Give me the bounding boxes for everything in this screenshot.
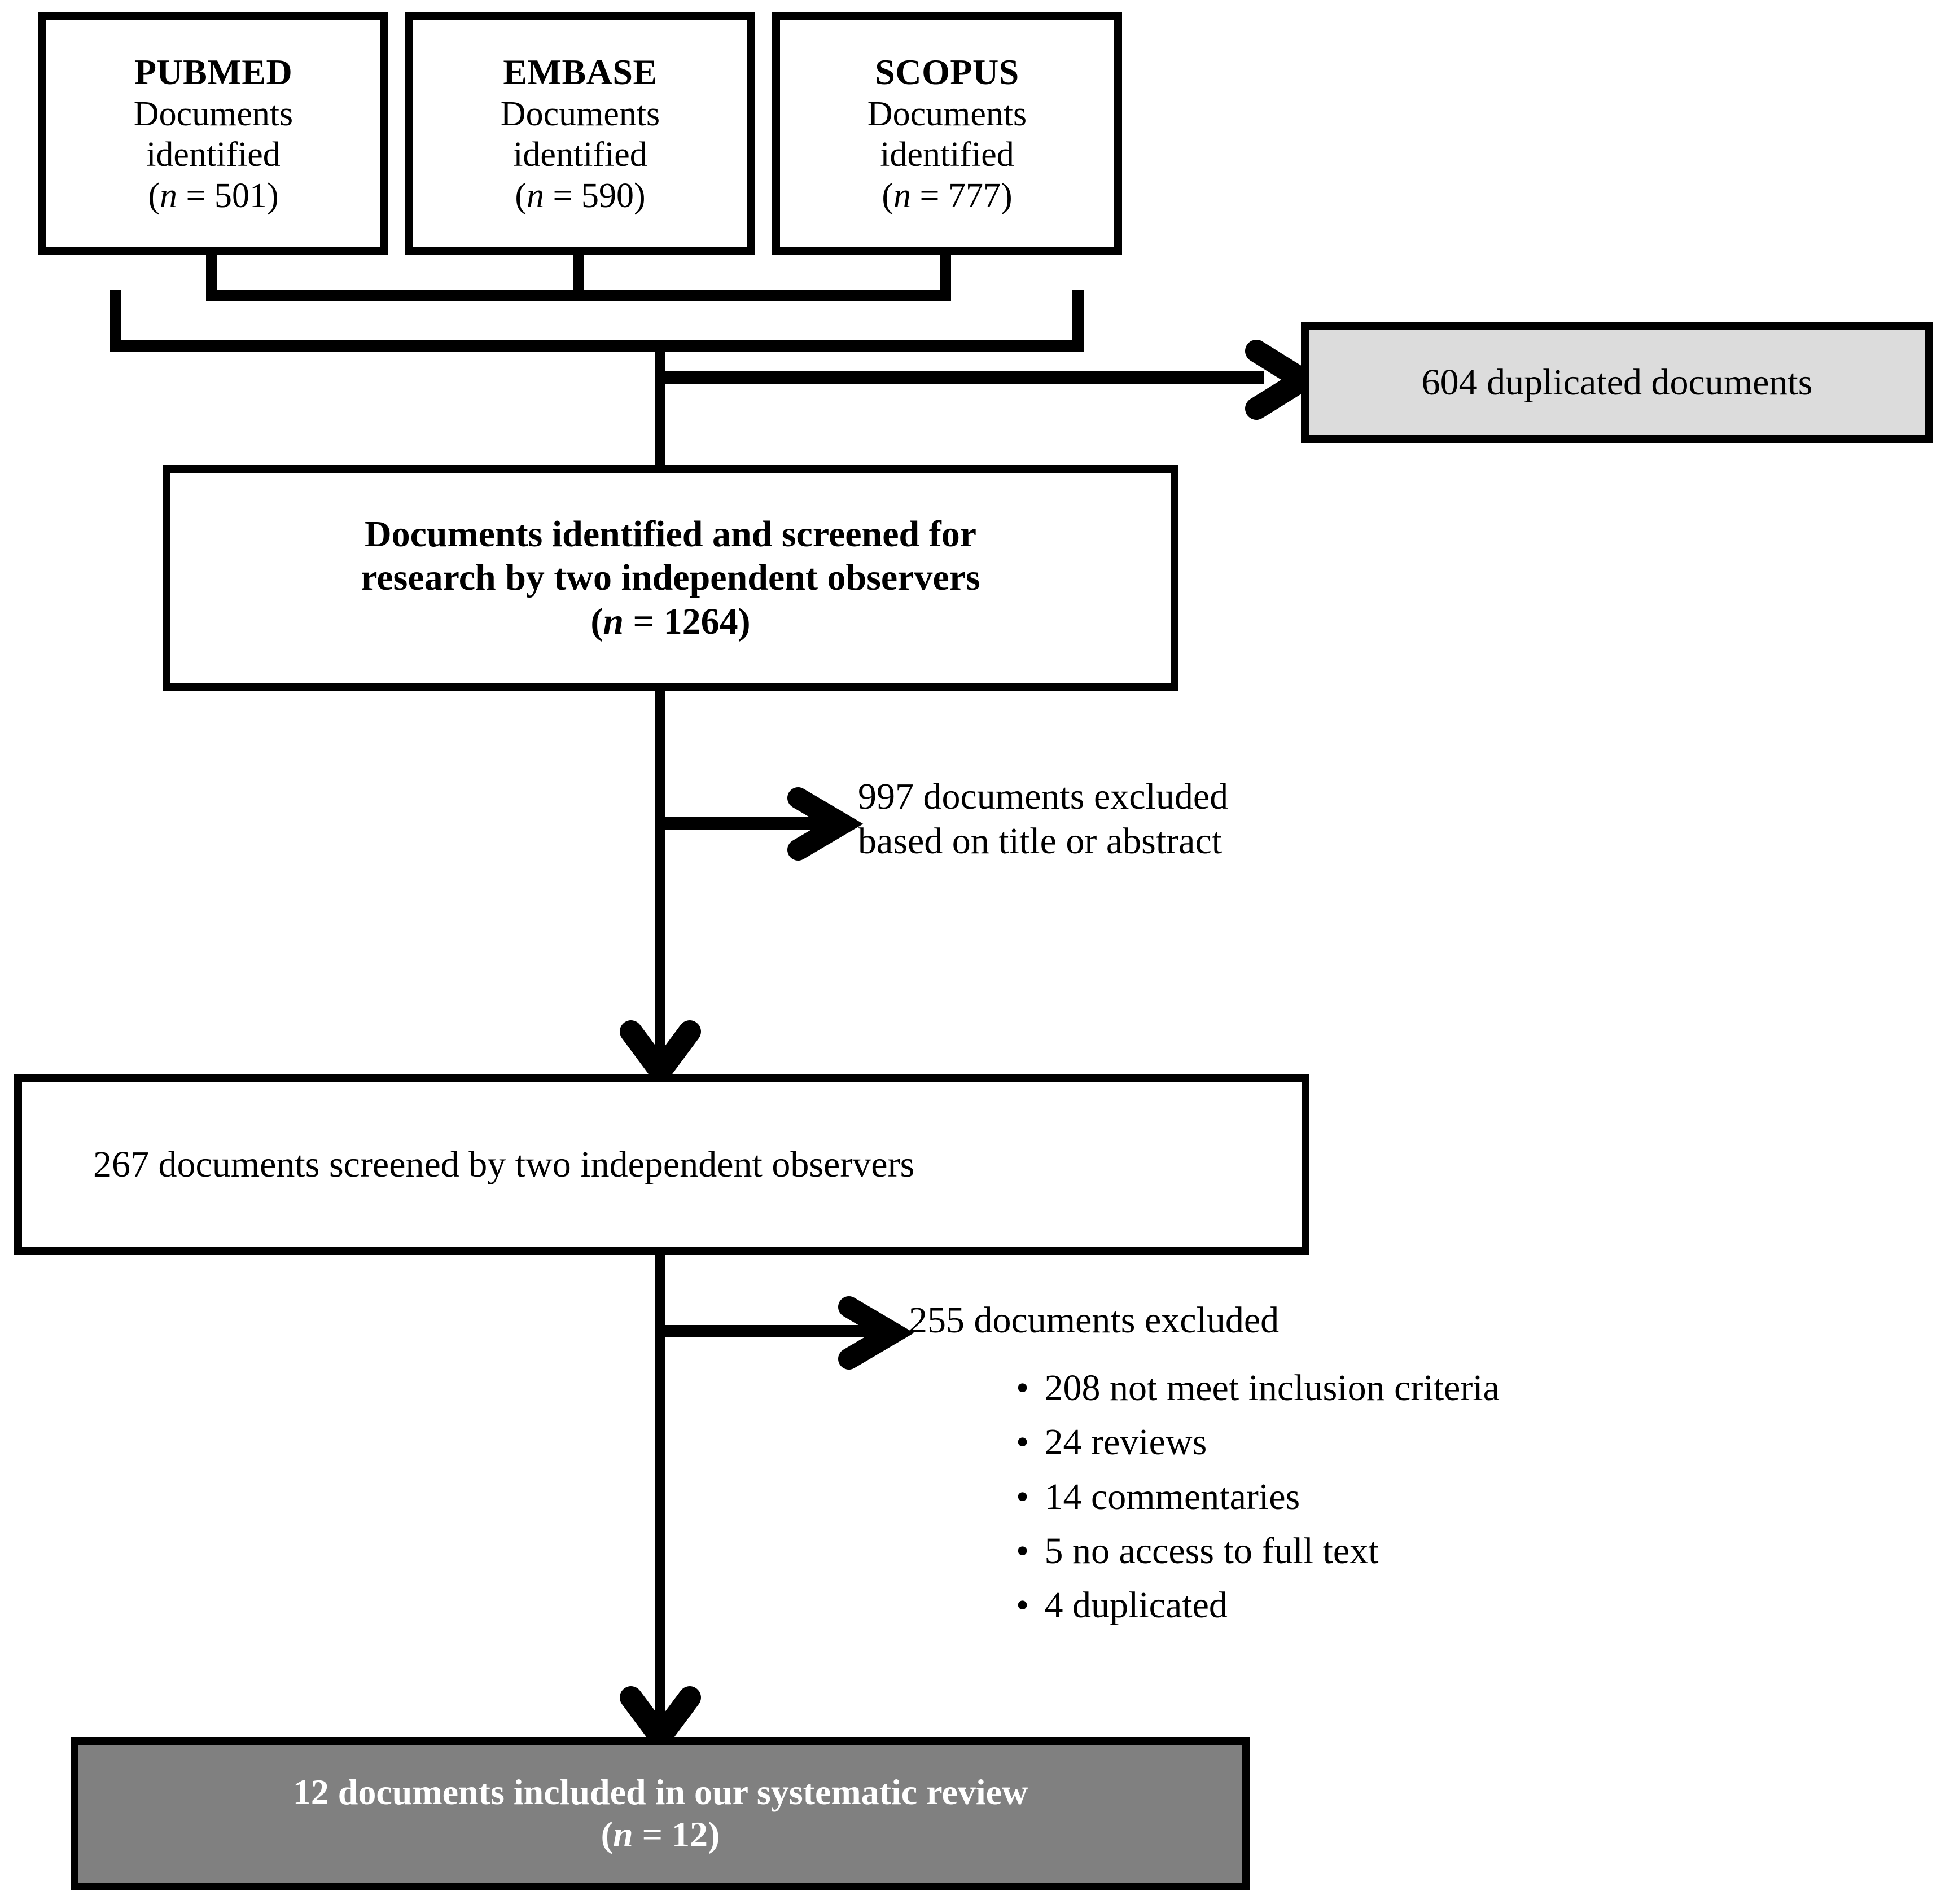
connector-trunk-3: [655, 1255, 665, 1740]
connector-duplicates-line: [655, 371, 1264, 384]
reason-text-3: 5 no access to full text: [1044, 1530, 1379, 1572]
source-count-scopus: (n = 777): [882, 176, 1013, 215]
reason-item-0: • 208 not meet inclusion criteria: [1016, 1361, 1500, 1415]
reason-text-0: 208 not meet inclusion criteria: [1044, 1367, 1500, 1409]
reason-item-3: • 5 no access to full text: [1016, 1524, 1500, 1578]
connector-bus-lower: [110, 340, 1084, 352]
screened-line2: research by two independent observers: [361, 557, 980, 599]
source-line3-scopus: identified: [880, 135, 1014, 174]
note-excluded-full-heading: 255 documents excluded: [909, 1298, 1279, 1343]
connector-trunk-1: [655, 340, 665, 465]
reason-item-1: • 24 reviews: [1016, 1415, 1500, 1469]
source-line3-pubmed: identified: [146, 135, 281, 174]
reason-item-4: • 4 duplicated: [1016, 1578, 1500, 1633]
connector-stub-pubmed: [206, 255, 217, 290]
source-box-scopus: SCOPUS Documents identified (n = 777): [772, 12, 1122, 255]
note-excluded-255-heading: 255 documents excluded: [909, 1300, 1280, 1341]
included-box: 12 documents included in our systematic …: [71, 1737, 1250, 1890]
connector-stub-scopus: [940, 255, 951, 290]
arrowhead-to-screened-full: [620, 1020, 701, 1090]
source-count-embase: (n = 590): [515, 176, 646, 215]
source-title-scopus: SCOPUS: [875, 51, 1019, 92]
screened-line1: Documents identified and screened for: [364, 514, 977, 555]
included-line1: 12 documents included in our systematic …: [292, 1772, 1028, 1813]
source-line2-pubmed: Documents: [133, 94, 293, 133]
source-title-pubmed: PUBMED: [134, 51, 293, 92]
screened-count: (n = 1264): [590, 600, 751, 642]
connector-bus-top: [206, 290, 951, 301]
reason-text-1: 24 reviews: [1044, 1422, 1207, 1463]
note-excluded-997-line2: based on title or abstract: [858, 821, 1223, 862]
note-excluded-full-reasons: • 208 not meet inclusion criteria • 24 r…: [1016, 1361, 1500, 1633]
bullet-dot-icon: •: [1016, 1530, 1029, 1572]
connector-trunk-2: [655, 691, 665, 1074]
bullet-dot-icon: •: [1016, 1476, 1029, 1517]
connector-excluded-997-line: [655, 817, 824, 830]
source-box-embase: EMBASE Documents identified (n = 590): [405, 12, 755, 255]
reason-text-4: 4 duplicated: [1044, 1585, 1228, 1626]
source-box-pubmed: PUBMED Documents identified (n = 501): [38, 12, 388, 255]
screened-full-box: 267 documents screened by two independen…: [14, 1074, 1309, 1255]
note-box-duplicated-documents: 604 duplicated documents: [1301, 322, 1933, 443]
source-line3-embase: identified: [513, 135, 647, 174]
source-count-pubmed: (n = 501): [148, 176, 279, 215]
bullet-dot-icon: •: [1016, 1422, 1029, 1463]
connector-bus-right-riser: [1072, 290, 1084, 341]
reason-item-2: • 14 commentaries: [1016, 1470, 1500, 1524]
arrowhead-excluded-997: [787, 787, 864, 861]
reason-text-2: 14 commentaries: [1044, 1476, 1300, 1517]
source-title-embase: EMBASE: [503, 51, 658, 92]
note-excluded-title-abstract: 997 documents excluded based on title or…: [858, 774, 1228, 863]
connector-excluded-255-line: [655, 1325, 875, 1337]
connector-stub-embase: [573, 255, 584, 290]
note-text-duplicated: 604 duplicated documents: [1421, 361, 1813, 403]
note-excluded-997-line1: 997 documents excluded: [858, 776, 1229, 817]
bullet-dot-icon: •: [1016, 1367, 1029, 1409]
source-line2-embase: Documents: [500, 94, 660, 133]
screened-box: Documents identified and screened for re…: [163, 465, 1178, 691]
arrowhead-excluded-255: [838, 1296, 914, 1370]
connector-bus-left-riser: [110, 290, 121, 341]
screened-full-text: 267 documents screened by two independen…: [93, 1144, 915, 1186]
bullet-dot-icon: •: [1016, 1585, 1029, 1626]
included-count: (n = 12): [601, 1814, 720, 1854]
source-line2-scopus: Documents: [867, 94, 1027, 133]
